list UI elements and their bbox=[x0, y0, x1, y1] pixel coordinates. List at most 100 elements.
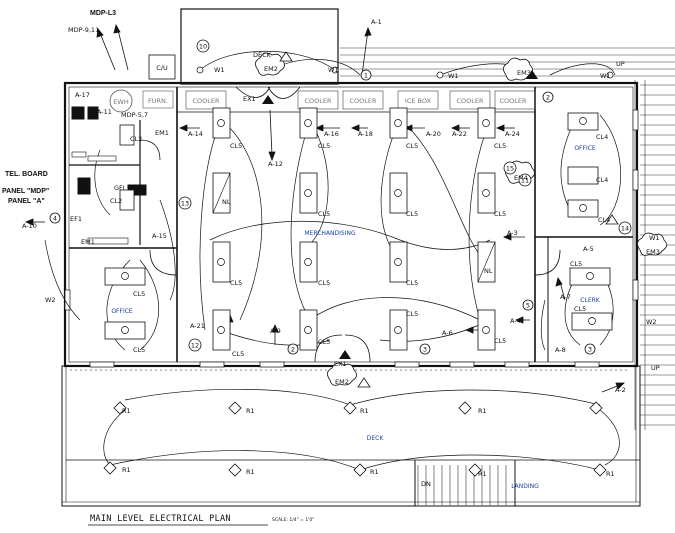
tag-circle bbox=[584, 343, 596, 355]
circuit-a24: A-24 bbox=[505, 130, 520, 138]
label-em2: EM2 bbox=[264, 65, 278, 73]
circuit-a5: A-5 bbox=[583, 245, 594, 253]
circuit-a1: A-1 bbox=[371, 18, 382, 26]
panel-block bbox=[71, 106, 85, 120]
label-r1: R1 bbox=[122, 407, 131, 415]
tag-11: 11 bbox=[521, 177, 529, 185]
label-em2: EM2 bbox=[335, 378, 349, 386]
tag-circle bbox=[178, 196, 192, 210]
emergency-units bbox=[255, 52, 667, 386]
mdp-911-label: MDP-9,11 bbox=[68, 26, 99, 34]
label-gfi: GFI bbox=[114, 184, 125, 192]
label-cl5: CL5 bbox=[574, 305, 586, 313]
label-w1: W1 bbox=[328, 66, 339, 74]
room-merchandising: MERCHANDISING bbox=[304, 230, 356, 237]
fixture-cl2 bbox=[119, 189, 135, 211]
night-light-marks bbox=[212, 172, 496, 283]
circuit-a22: A-22 bbox=[452, 130, 467, 138]
label-cl5: CL5 bbox=[494, 210, 506, 218]
mdp-57-label: MDP-5,7 bbox=[121, 111, 148, 119]
panel-mdp-label: PANEL "MDP" bbox=[2, 188, 49, 195]
label-w2: W2 bbox=[45, 296, 56, 304]
circuit-a4: A-4 bbox=[510, 317, 521, 325]
tag-circle bbox=[360, 69, 372, 81]
room-deck-bottom: DECK bbox=[367, 435, 385, 442]
tag-circle bbox=[287, 343, 299, 355]
label-cl5: CL5 bbox=[406, 279, 418, 287]
circuit-a20: A-20 bbox=[426, 130, 441, 138]
label-r1: R1 bbox=[478, 407, 487, 415]
label-cl5: CL5 bbox=[406, 142, 418, 150]
panel-block bbox=[87, 106, 99, 120]
ewh-unit: EWH bbox=[109, 89, 133, 113]
walls bbox=[61, 8, 641, 507]
panel-mdp-block bbox=[77, 177, 91, 195]
label-w1: W1 bbox=[649, 234, 660, 242]
circuit-a12: A-12 bbox=[268, 160, 283, 168]
circuit-a21: A-21 bbox=[190, 322, 205, 330]
cooler-box bbox=[494, 90, 536, 110]
circuit-a10: A-10 bbox=[22, 222, 37, 230]
label-ex1: EX1 bbox=[334, 360, 347, 368]
tag-circle bbox=[518, 173, 532, 187]
tag-1: 1 bbox=[364, 72, 368, 80]
label-w1: W1 bbox=[600, 72, 611, 80]
cooler-label: COOLER bbox=[304, 97, 331, 105]
label-cl5: CL5 bbox=[406, 310, 418, 318]
label-cl5: CL5 bbox=[232, 350, 244, 358]
label-cl2: CL2 bbox=[110, 197, 122, 205]
label-r1: R1 bbox=[360, 407, 369, 415]
label-up: UP bbox=[651, 364, 660, 372]
cooler-box bbox=[185, 90, 227, 110]
label-cl5: CL5 bbox=[133, 346, 145, 354]
label-em3: EM3 bbox=[517, 69, 531, 77]
label-r1: R1 bbox=[370, 468, 379, 476]
circuit-a2: A-2 bbox=[615, 386, 626, 394]
label-cl5: CL5 bbox=[318, 279, 330, 287]
panel-a-label: PANEL "A" bbox=[8, 198, 45, 205]
cooler-label: COOLER bbox=[456, 97, 483, 105]
label-ef1: EF1 bbox=[70, 215, 82, 223]
tag-circle bbox=[188, 338, 202, 352]
cooler-label: COOLER bbox=[349, 97, 376, 105]
tag-circle bbox=[419, 343, 431, 355]
title-block: MAIN LEVEL ELECTRICAL PLAN SCALE: 1/4" =… bbox=[88, 514, 314, 526]
label-nl: NL bbox=[222, 198, 231, 206]
label-r1: R1 bbox=[478, 470, 487, 478]
tag-15: 15 bbox=[506, 165, 514, 173]
circuit-a3: A-3 bbox=[507, 229, 518, 237]
panels bbox=[71, 106, 147, 245]
furnace-unit: FURN. bbox=[142, 90, 174, 109]
label-r1: R1 bbox=[606, 470, 615, 478]
cooler-box bbox=[297, 90, 339, 110]
label-cl5: CL5 bbox=[406, 210, 418, 218]
label-cl5: CL5 bbox=[570, 260, 582, 268]
tag-3b: 3 bbox=[588, 346, 592, 354]
window-markers bbox=[64, 109, 639, 368]
room-office-left: OFFICE bbox=[111, 308, 133, 315]
label-cl5: CL5 bbox=[230, 142, 242, 150]
label-cl5: CL5 bbox=[230, 279, 242, 287]
circuit-a15: A-15 bbox=[152, 232, 167, 240]
label-cl5: CL5 bbox=[494, 337, 506, 345]
label-cl2: CL2 bbox=[130, 135, 142, 143]
em2-cloud bbox=[327, 362, 357, 386]
tag-circle bbox=[522, 299, 534, 311]
drawing-scale: SCALE: 1/4" = 1'0" bbox=[272, 517, 314, 523]
label-w1: W1 bbox=[448, 72, 459, 80]
label-em1: EM1 bbox=[155, 129, 169, 137]
label-em1: EM1 bbox=[81, 238, 95, 246]
label-r1: R1 bbox=[122, 466, 131, 474]
ceiling-fixtures bbox=[104, 107, 613, 351]
label-w2: W2 bbox=[646, 318, 657, 326]
room-landing: LANDING bbox=[511, 483, 539, 490]
label-r1: R1 bbox=[246, 468, 255, 476]
circuit-a17: A-17 bbox=[75, 91, 90, 99]
drawing-title: MAIN LEVEL ELECTRICAL PLAN bbox=[90, 514, 231, 524]
em3-cloud bbox=[637, 232, 667, 256]
circuit-a6: A-6 bbox=[442, 329, 453, 337]
label-em4: EM4 bbox=[514, 174, 528, 182]
label-dn: DN bbox=[421, 480, 431, 488]
circuit-a11: A-11 bbox=[97, 108, 112, 116]
